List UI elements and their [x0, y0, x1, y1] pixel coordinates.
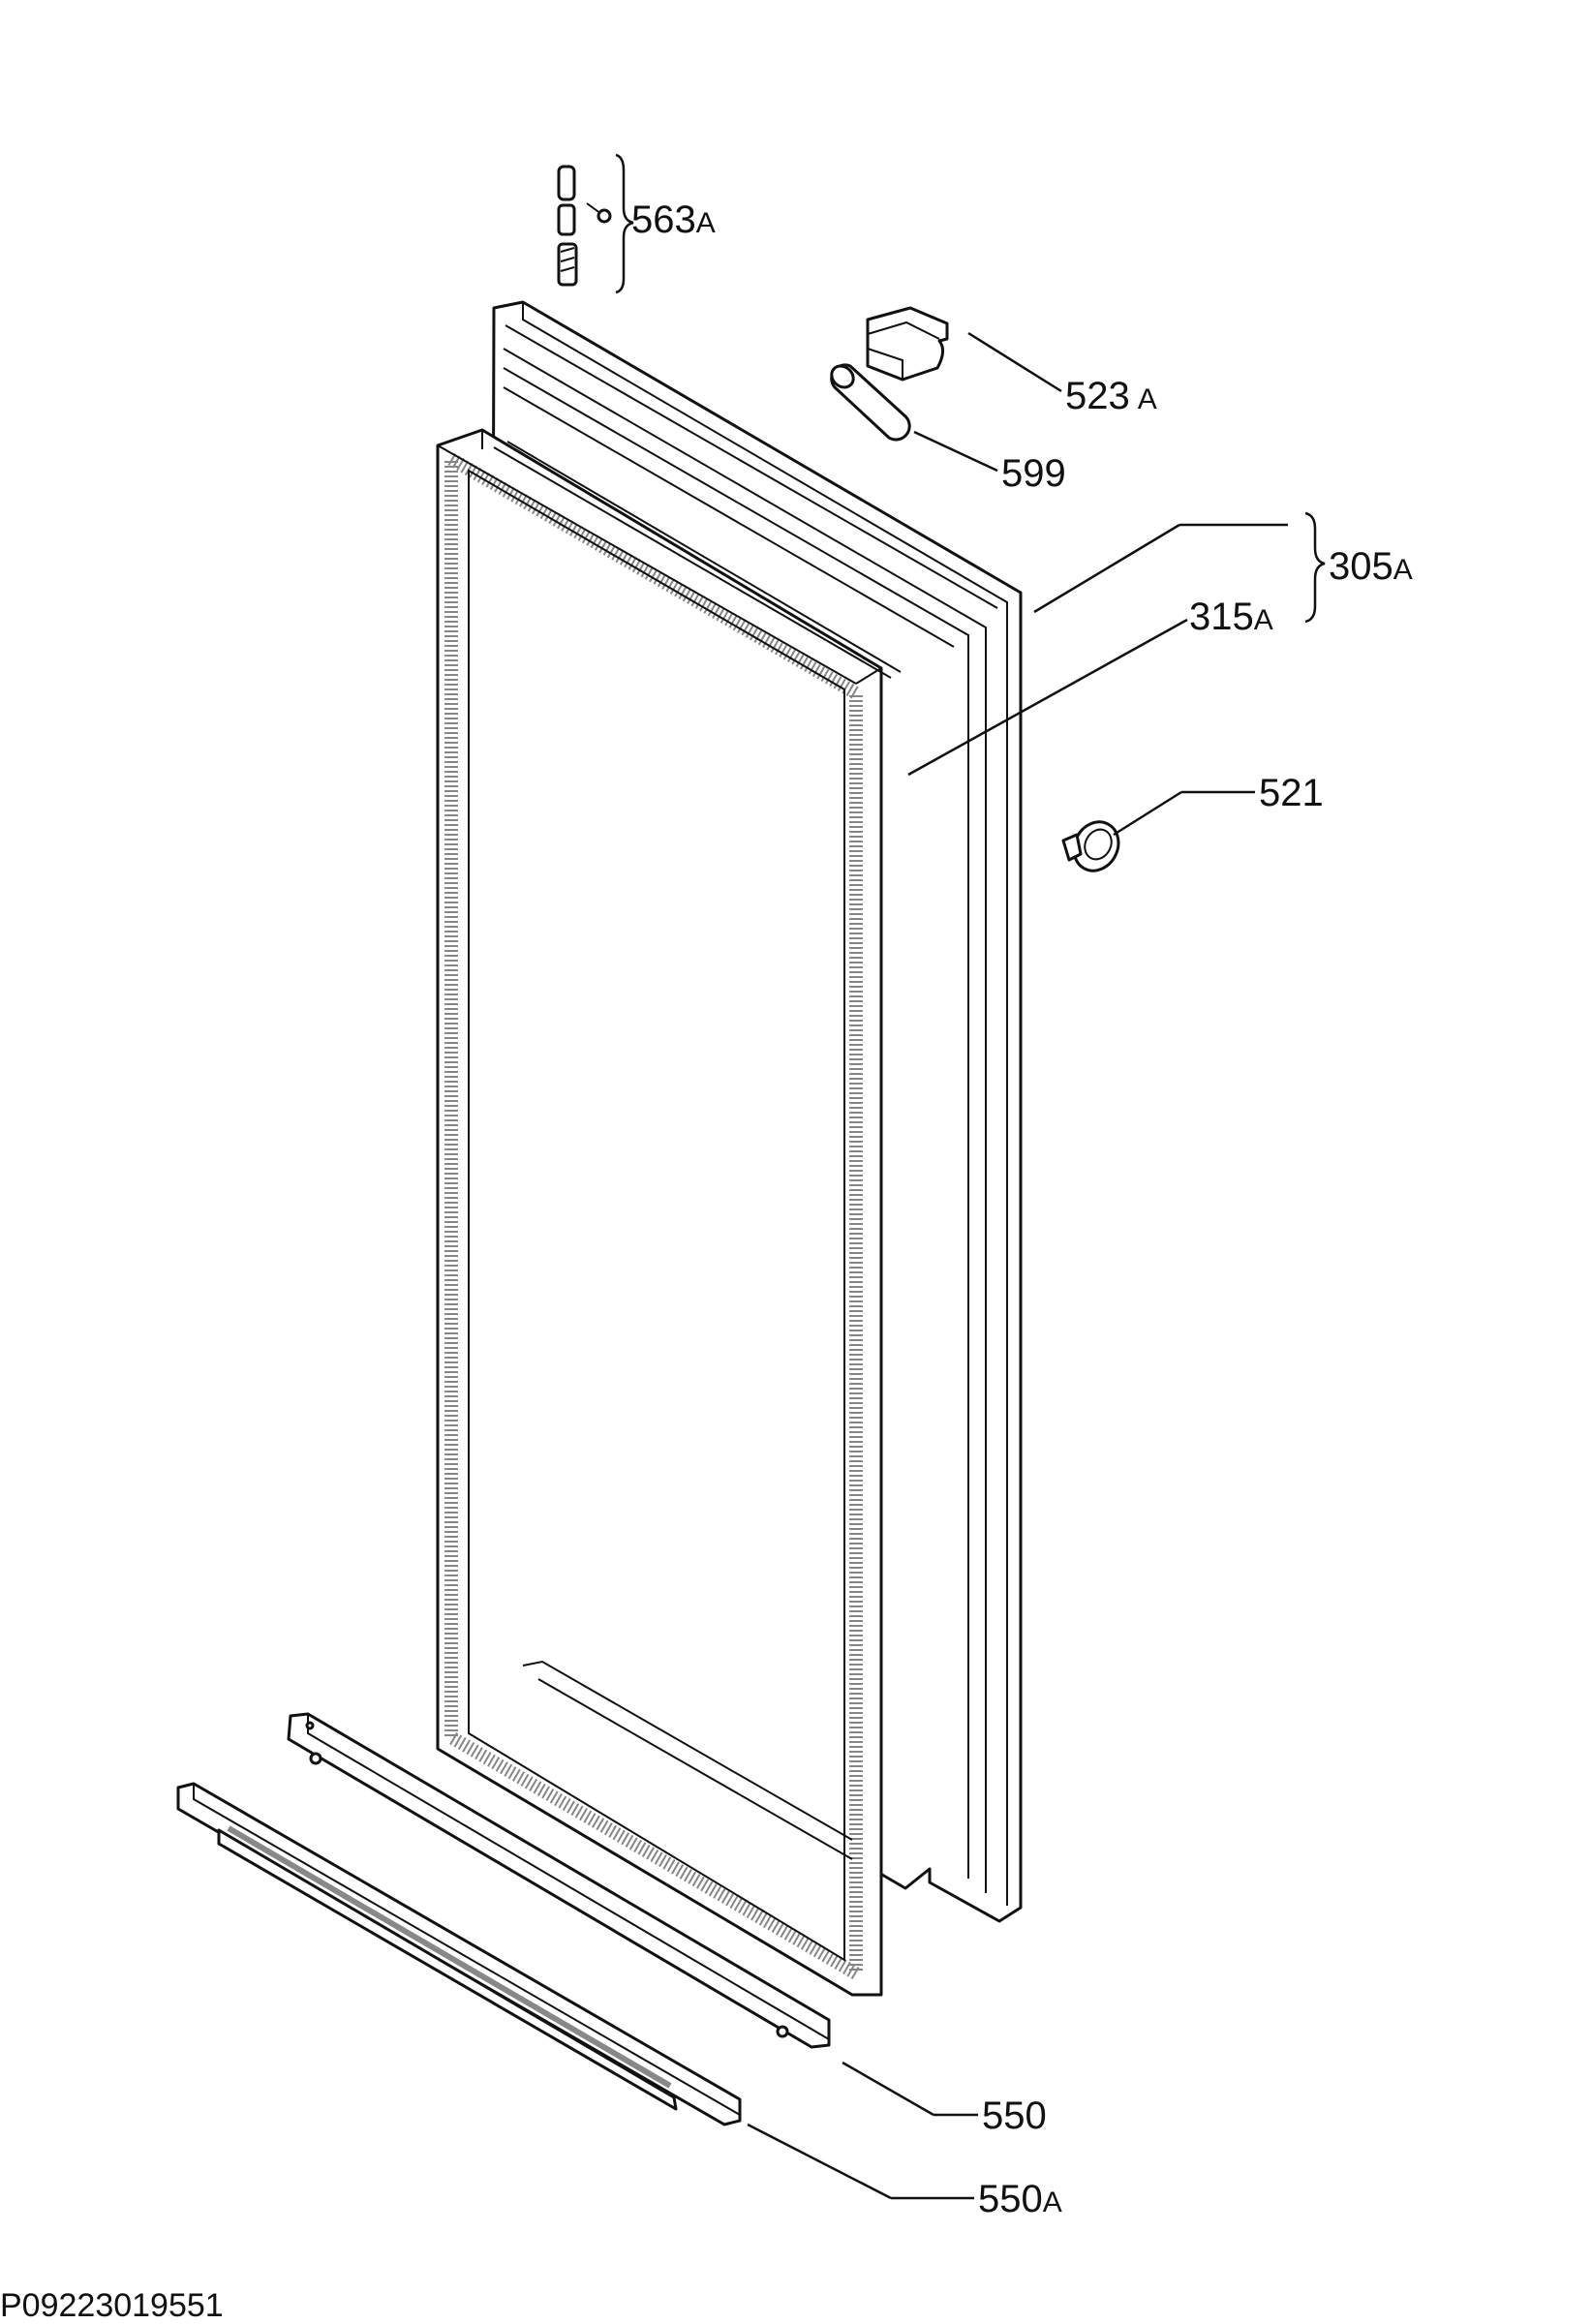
- label-rail: 550: [982, 2095, 1047, 2137]
- plug-part: [1061, 820, 1120, 872]
- label-hinge-kit: 563A: [631, 199, 716, 241]
- hinge-cover-part: [866, 306, 949, 382]
- leader-rail-alt: [747, 2123, 892, 2200]
- reference-code: P09223019551: [0, 2287, 224, 2324]
- hinge-kit-brace: [615, 153, 634, 294]
- label-plug: 521: [1259, 772, 1324, 814]
- leader-rail: [842, 2061, 934, 2117]
- hinge-kit-part: [557, 165, 612, 287]
- door-assembly-brace: [1304, 511, 1326, 624]
- leader-hinge-cover: [967, 331, 1062, 393]
- leader-pin: [913, 430, 998, 473]
- label-gasket: 315A: [1189, 596, 1273, 638]
- pin-part: [830, 363, 911, 442]
- leader-plug: [1113, 790, 1182, 837]
- label-door-assembly: 305A: [1329, 545, 1413, 588]
- leader-door-assembly: [1033, 523, 1180, 614]
- rail-part: [287, 1712, 831, 2049]
- leader-gasket: [907, 618, 1188, 777]
- label-pin: 599: [1001, 452, 1066, 495]
- gasket-part: [436, 428, 902, 1997]
- label-rail-alt: 550A: [978, 2178, 1062, 2220]
- rail-alt-part: [176, 1782, 742, 2126]
